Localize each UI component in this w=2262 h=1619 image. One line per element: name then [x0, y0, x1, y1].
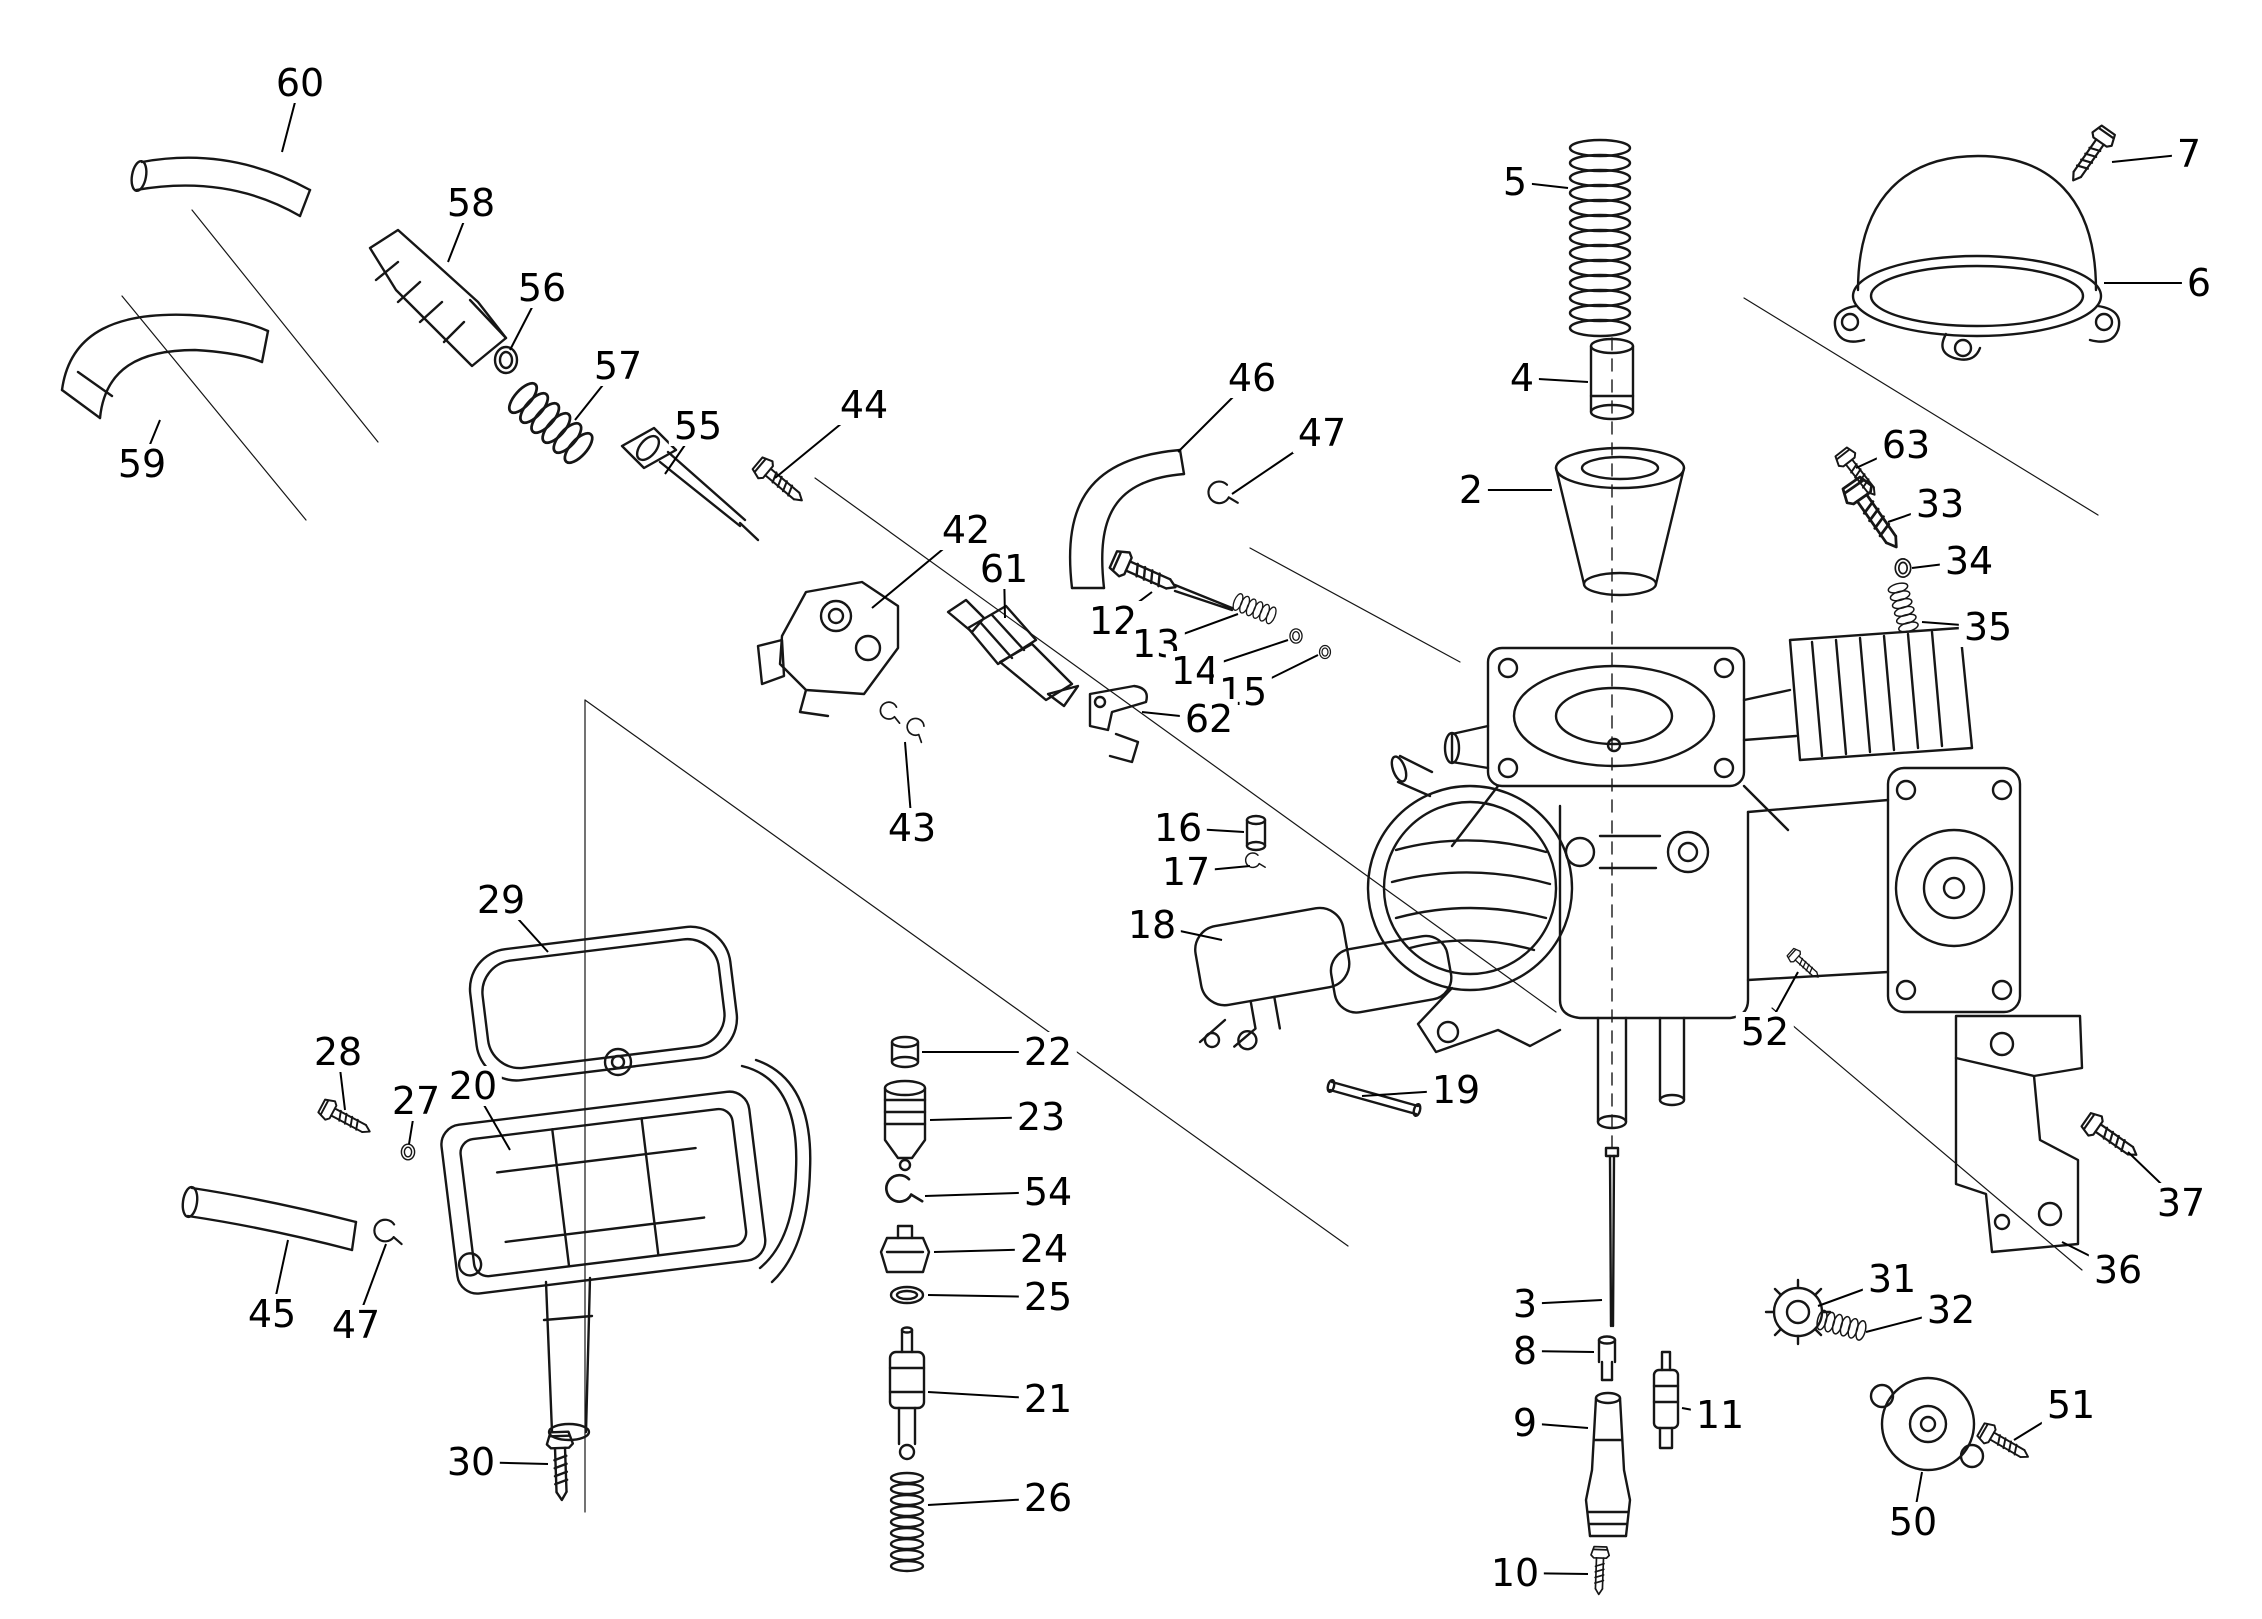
- leader-line: [1514, 1572, 1589, 1575]
- leader-line: [1764, 971, 1799, 1033]
- leader-line: [1912, 1471, 1923, 1523]
- screw-12-tip: [1173, 583, 1234, 612]
- spacer-4: [1589, 337, 1635, 421]
- float-valve-23: [883, 1079, 927, 1172]
- intake-joint-2: [1554, 446, 1686, 597]
- leader-line: [2111, 153, 2190, 163]
- leader-line: [664, 425, 699, 475]
- leader-line: [509, 287, 543, 351]
- leader-line: [1177, 377, 1253, 453]
- leader-line: [574, 365, 619, 421]
- bowl-gasket-29: [468, 925, 739, 1082]
- leader-line: [141, 419, 161, 465]
- leader-line: [924, 1191, 1049, 1197]
- leader-line: [447, 202, 472, 263]
- leader-line: [472, 1085, 511, 1151]
- leader-line: [1817, 1278, 1893, 1307]
- valve-seat-24: [879, 1224, 931, 1274]
- leader-line: [500, 899, 549, 953]
- leader-line: [1155, 613, 1239, 645]
- leader-line: [1521, 377, 1589, 383]
- lever-62: [1088, 684, 1148, 764]
- leader-line: [1855, 444, 1907, 469]
- diaphragm-cover-6: [1833, 154, 2121, 361]
- leader-line: [929, 1116, 1042, 1121]
- leader-line: [1151, 924, 1223, 941]
- leader-line: [337, 1051, 346, 1111]
- pump-cover-50: [1869, 1376, 1985, 1472]
- leader-line: [1865, 1309, 1952, 1333]
- bracket-36: [1954, 1014, 2084, 1254]
- float-pin-19: [1326, 1078, 1422, 1118]
- leader-line: [2061, 1241, 2119, 1271]
- leader-line: [1911, 560, 1970, 569]
- leader-line: [281, 82, 301, 153]
- leader-line: [1177, 827, 1245, 833]
- leader-line: [1231, 432, 1323, 495]
- needle-jet-holder-9: [1584, 1391, 1632, 1538]
- elbow-hose-59: [60, 313, 270, 420]
- pilot-jet-8: [1597, 1335, 1617, 1382]
- plunger-21: [888, 1326, 926, 1461]
- vent-hose-46: [1068, 448, 1186, 590]
- leader-line: [871, 529, 967, 609]
- leader-line: [904, 741, 913, 829]
- plug-22: [890, 1035, 920, 1069]
- leader-line: [927, 1294, 1049, 1298]
- leader-line: [1514, 181, 1569, 189]
- drain-hose-45: [181, 1185, 358, 1252]
- breather-hose-60: [130, 156, 312, 218]
- float-bowl-20: [440, 1058, 812, 1442]
- needle-valve-55: [620, 426, 760, 542]
- leader-line: [1361, 1089, 1457, 1097]
- leader-line: [408, 1100, 417, 1145]
- leader-line: [2013, 1404, 2072, 1441]
- leader-line: [1887, 503, 1941, 523]
- o-ring-25: [889, 1285, 925, 1305]
- leader-line: [1921, 621, 1989, 628]
- valve-16: [1245, 814, 1267, 852]
- leader-line: [1141, 711, 1210, 720]
- leader-line: [355, 1243, 387, 1326]
- leader-line: [1242, 654, 1319, 693]
- leader-line: [774, 404, 865, 479]
- leader-line: [927, 1391, 1049, 1400]
- leader-line: [1524, 1350, 1595, 1353]
- leader-line: [1194, 639, 1289, 672]
- needle-jet-11: [1652, 1350, 1680, 1450]
- bracket-42: [756, 580, 900, 718]
- cable-adjuster-58: [368, 228, 508, 368]
- carburetor-main-body: [1366, 626, 2022, 1130]
- leader-line: [1185, 865, 1251, 873]
- leader-line: [271, 1239, 289, 1315]
- leader-line: [2127, 1151, 2182, 1204]
- jet-needle-3: [1604, 1146, 1620, 1328]
- leader-line: [1112, 591, 1153, 622]
- leader-line: [1003, 568, 1006, 619]
- leader-line: [933, 1248, 1045, 1253]
- leader-line: [1524, 1422, 1589, 1429]
- leader-line: [1524, 1299, 1603, 1305]
- starter-plunger-61: [946, 598, 1080, 708]
- leader-line: [470, 1461, 549, 1465]
- leader-line: [1681, 1407, 1721, 1416]
- leader-line: [927, 1497, 1049, 1506]
- float-18: [1194, 906, 1453, 1051]
